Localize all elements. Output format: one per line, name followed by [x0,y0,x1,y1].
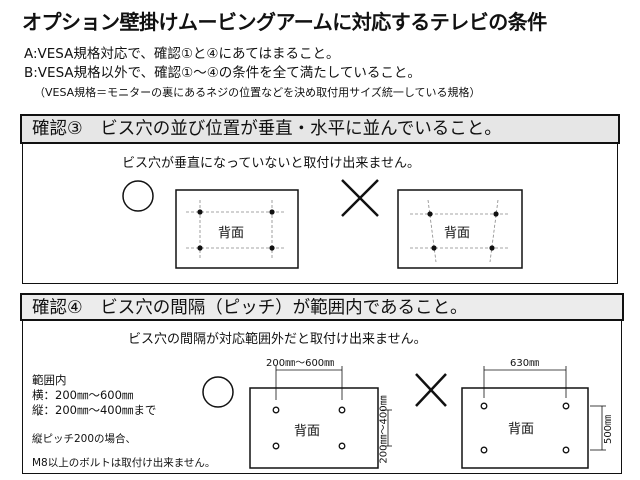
back-label-ng4: 背面 [508,422,535,437]
ng-cross-icon [415,373,447,407]
section3-description: ビス穴が垂直になっていないと取付け出来ません。 [122,156,420,171]
warning-line1: 縦ピッチ200の場合、 [32,433,137,445]
ng-cross-icon [341,179,379,217]
ng-horizontal-dimension: 630㎜ [510,358,540,369]
range-title: 範囲内 [32,373,67,387]
ok-horizontal-dimension: 200㎜～600㎜ [266,358,335,369]
range-vertical: 縦：200㎜～400㎜まで [32,403,157,417]
page-title: オプション壁掛けムービングアームに対応するテレビの条件 [22,10,547,34]
section4-heading: 確認④ ビス穴の間隔（ピッチ）が範囲内であること。 [20,293,624,321]
ng-vertical-dimension: 500㎜ [603,414,615,445]
ok-circle-icon [122,180,154,212]
section3-body [22,144,618,284]
back-label-ng3: 背面 [444,226,471,241]
section4-body [22,321,622,474]
warning-line2: M8以上のボルトは取付け出来ません。 [32,457,216,469]
back-label-ok4: 背面 [294,424,321,439]
ok-vertical-dimension: 200㎜～400㎜ [378,395,390,464]
screw-holes-ng [480,402,570,454]
tv-back-ng [461,387,589,469]
vesa-note: （VESA規格＝モニターの裏にあるネジの位置などを決め取付用サイズ統一している規… [34,86,481,99]
section3-heading: 確認③ ビス穴の並び位置が垂直・水平に並んでいること。 [20,114,620,144]
dim-lines-ng [483,366,606,451]
condition-a: A:VESA規格対応で、確認①と④にあてはまること。 [24,46,340,62]
back-label-ok3: 背面 [218,226,245,241]
range-horizontal: 横：200㎜～600㎜ [32,388,134,402]
dim-lines-ok [275,366,392,447]
section4-description: ビス穴の間隔が対応範囲外だと取付け出来ません。 [128,332,427,347]
condition-b: B:VESA規格以外で、確認①～④の条件を全て満たしていること。 [24,65,421,81]
screw-holes-ok [197,209,275,251]
screw-holes-ok [272,406,346,450]
ok-circle-icon [202,376,234,408]
tv-back-ok [175,189,299,269]
screw-holes-ng [427,211,499,251]
tv-back-ng [397,189,523,269]
tv-back-ok [249,387,379,469]
